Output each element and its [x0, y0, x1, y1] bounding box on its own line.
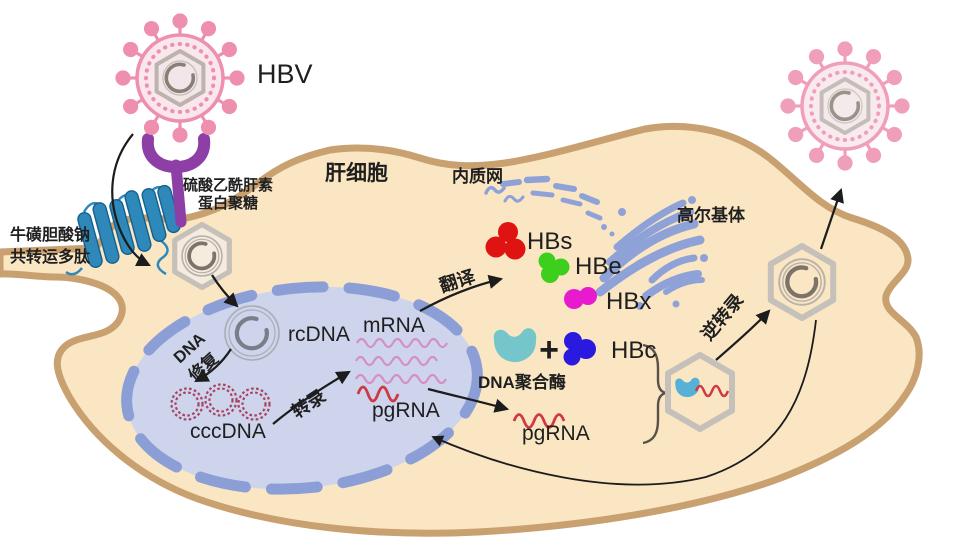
assembled-capsid: [665, 352, 735, 432]
hspg-receptor: [141, 133, 211, 228]
recycling-arrow: [431, 319, 817, 486]
hbv-virion: [115, 13, 245, 143]
plus-sign: +: [539, 331, 559, 369]
hepatocyte-label: 肝细胞: [325, 161, 388, 185]
hbe-label: HBe: [575, 253, 622, 280]
hbs-label: HBs: [527, 228, 572, 255]
translation-arrow: [419, 274, 504, 312]
golgi-apparatus: [595, 196, 708, 310]
transcription-arrow: [272, 370, 351, 425]
ntcp-transporter: [65, 184, 181, 276]
hbv-label: HBV: [257, 59, 313, 89]
mrna-label: mRNA: [363, 314, 425, 337]
dna-repair-arrow: [194, 348, 232, 383]
cccdna-rings: [170, 383, 271, 421]
rcdna-label: rcDNA: [288, 323, 350, 346]
pgrna-export-arrow: [427, 387, 510, 413]
pgrna-cyto-wave: [512, 413, 566, 429]
hbx-label: HBx: [606, 288, 651, 315]
released-virion: [780, 41, 910, 171]
rcdna-circle: [224, 305, 280, 361]
capsid-to-nucleus-arrow: [211, 274, 239, 308]
hbx-protein: [564, 287, 597, 309]
hspg-label-line1: 硫酸乙酰肝素: [183, 176, 273, 194]
hbc-label: HBc: [611, 337, 656, 364]
mrna-waves: [355, 337, 448, 385]
polymerase-label: DNA聚合酶: [478, 372, 566, 392]
endoplasmic-reticulum: [484, 175, 615, 237]
golgi-label: 高尔基体: [677, 205, 746, 225]
ntcp-label-line1: 牛磺胆酸钠: [10, 225, 90, 244]
hspg-label-line2: 蛋白聚糖: [198, 194, 258, 212]
hbc-protein: [563, 332, 596, 366]
ntcp-label-line2: 共转运多肽: [10, 247, 91, 266]
pgrna-cyto-label: pgRNA: [522, 422, 590, 445]
er-label: 内质网: [452, 166, 503, 186]
pgrna-nuclear-label: pgRNA: [372, 399, 440, 422]
reverse-transcription-arrow: [715, 309, 771, 361]
egress-arrow: [819, 187, 844, 250]
nucleus: [121, 281, 483, 495]
hbs-protein: [485, 222, 526, 260]
hbe-protein: [538, 252, 570, 283]
entry-arrow: [111, 133, 151, 266]
cccdna-label: cccDNA: [190, 420, 266, 443]
pgrna-nuclear-wave: [356, 385, 400, 403]
